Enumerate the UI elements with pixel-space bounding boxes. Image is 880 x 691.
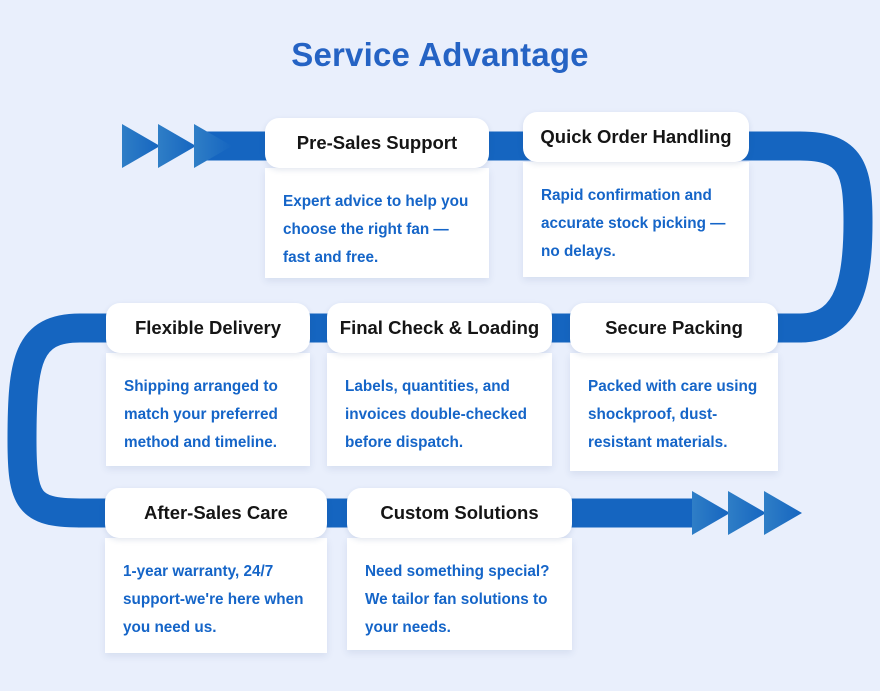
card-secure-packing[interactable]: Secure Packing Packed with care using sh… [570,303,778,471]
card-body: Need something special? We tailor fan so… [347,538,572,650]
card-flexible-delivery[interactable]: Flexible Delivery Shipping arranged to m… [106,303,310,466]
card-title: Custom Solutions [347,488,572,538]
card-body: Packed with care using shockproof, dust-… [570,353,778,471]
end-chevrons [692,491,802,535]
card-custom-solutions[interactable]: Custom Solutions Need something special?… [347,488,572,650]
card-body: 1-year warranty, 24/7 support-we're here… [105,538,327,653]
page-title: Service Advantage [291,36,589,73]
card-title: Pre-Sales Support [265,118,489,168]
card-pre-sales-support[interactable]: Pre-Sales Support Expert advice to help … [265,118,489,278]
card-title: Secure Packing [570,303,778,353]
card-title: After-Sales Care [105,488,327,538]
card-title: Quick Order Handling [523,112,749,162]
card-body: Rapid confirmation and accurate stock pi… [523,162,749,277]
card-title: Flexible Delivery [106,303,310,353]
card-after-sales-care[interactable]: After-Sales Care 1-year warranty, 24/7 s… [105,488,327,653]
start-chevrons [122,124,232,168]
card-quick-order-handling[interactable]: Quick Order Handling Rapid confirmation … [523,112,749,277]
card-title: Final Check & Loading [327,303,552,353]
card-body: Expert advice to help you choose the rig… [265,168,489,278]
card-body: Shipping arranged to match your preferre… [106,353,310,466]
card-body: Labels, quantities, and invoices double-… [327,353,552,466]
card-final-check-loading[interactable]: Final Check & Loading Labels, quantities… [327,303,552,466]
